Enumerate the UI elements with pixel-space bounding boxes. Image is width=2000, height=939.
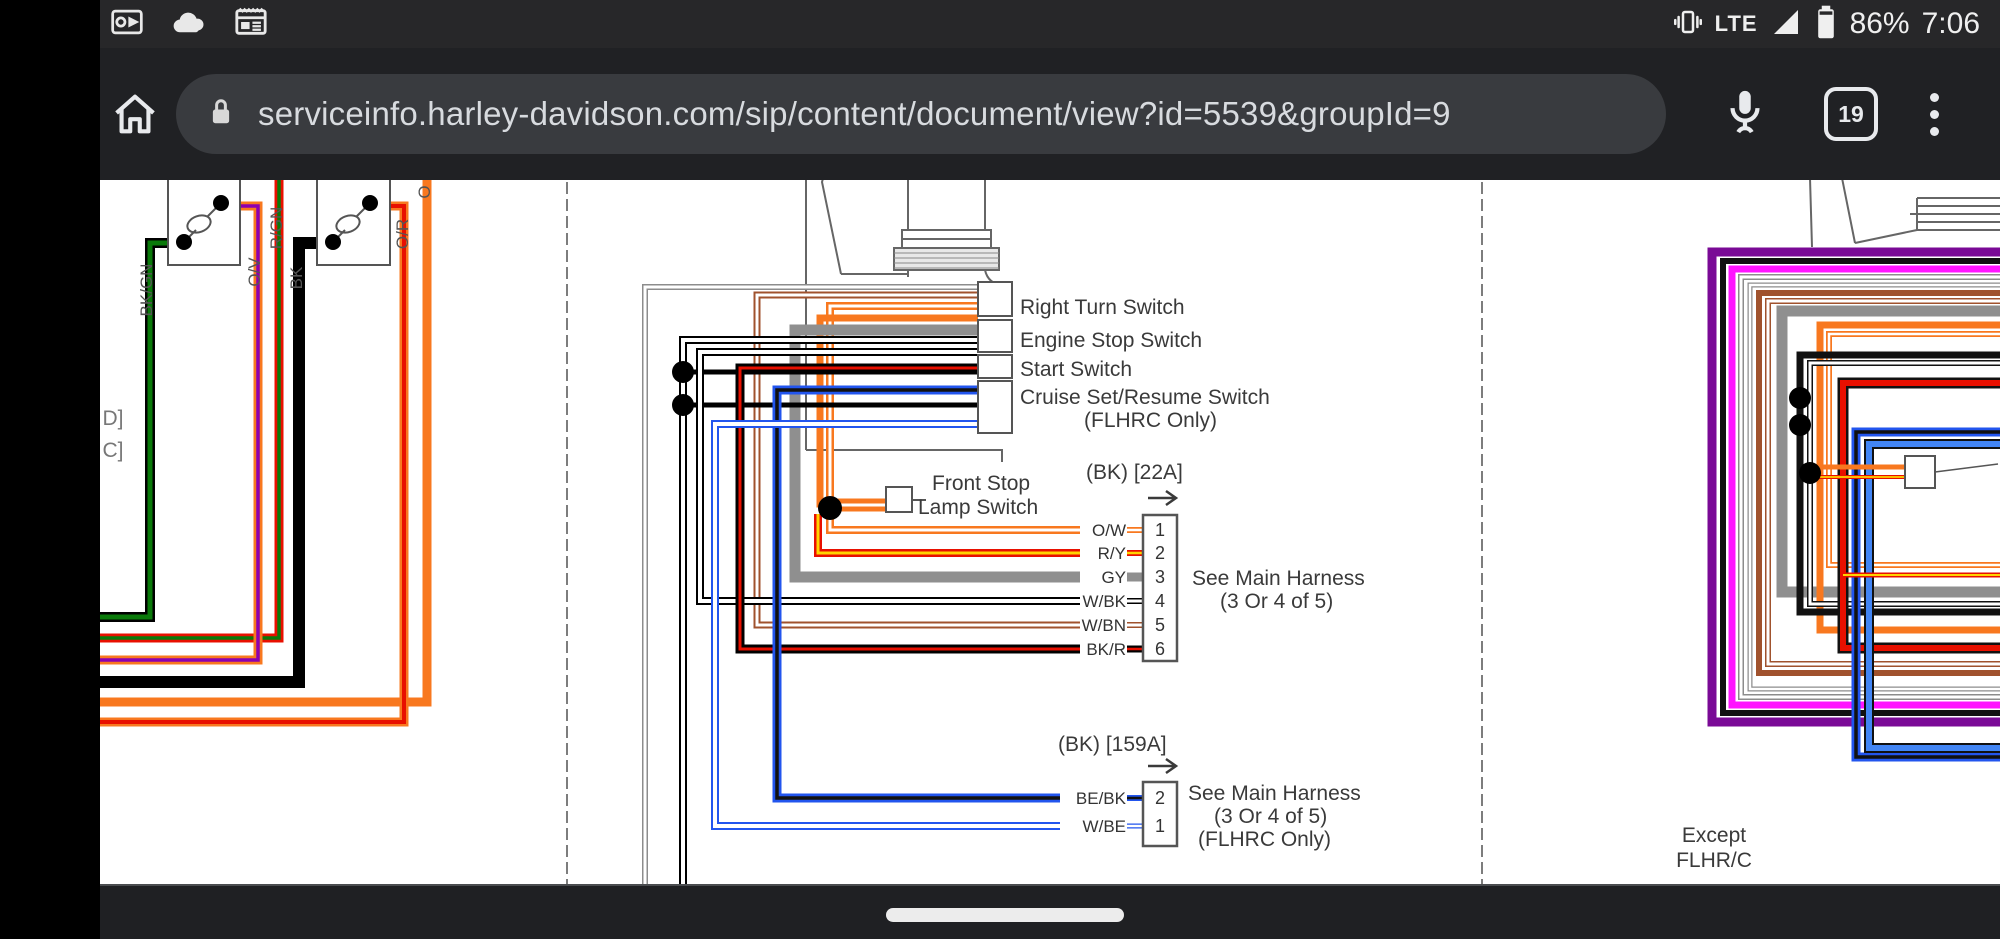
gesture-pill[interactable] (886, 908, 1124, 922)
clock: 7:06 (1921, 7, 1980, 40)
svg-text:W/BK: W/BK (1083, 592, 1127, 611)
left-wire-labels: BK/GN O/V R/GN BK O/R O D] C] (103, 185, 435, 462)
front-stop-lamp-switch (818, 486, 926, 520)
gesture-nav-bar (100, 884, 2000, 939)
svg-text:2: 2 (1155, 788, 1165, 808)
arrow-right-icon (1148, 757, 1179, 775)
url-bar[interactable]: serviceinfo.harley-davidson.com/sip/cont… (176, 74, 1666, 154)
status-bar-left (100, 6, 268, 43)
url-text[interactable]: serviceinfo.harley-davidson.com/sip/cont… (258, 95, 1451, 132)
wiring-diagram-svg: BK/GN O/V R/GN BK O/R O D] C] (100, 180, 2000, 884)
left-section-wires (100, 180, 432, 727)
label-front-stop-1: Front Stop (932, 472, 1030, 495)
label-conn22a-title: (BK) [22A] (1086, 461, 1183, 484)
menu-dot (1930, 92, 1939, 102)
center-labels: Right Turn Switch Engine Stop Switch Sta… (918, 296, 1365, 851)
vibrate-icon (1673, 7, 1703, 42)
svg-text:BK/GN: BK/GN (137, 264, 156, 317)
svg-text:GY: GY (1101, 568, 1126, 587)
svg-text:3: 3 (1155, 567, 1165, 587)
junction-dots-center (672, 361, 694, 416)
label-engine-stop-switch: Engine Stop Switch (1020, 329, 1202, 352)
svg-text:6: 6 (1155, 639, 1165, 659)
right-caption: Except FLHR/C (1676, 824, 1752, 872)
right-switch-box (1904, 455, 1999, 489)
svg-text:W/BN: W/BN (1082, 616, 1126, 635)
clipped-label: C] (103, 439, 124, 462)
status-bar: LTE 86% 7:06 (100, 0, 2000, 48)
center-wires (642, 284, 1080, 884)
label-3or4of5-2: (3 Or 4 of 5) (1214, 805, 1327, 828)
connector-159a: 2 1 BE/BK W/BE (1076, 757, 1179, 848)
label-3or4of5: (3 Or 4 of 5) (1220, 590, 1333, 613)
label-flhrc-only-2: (FLHRC Only) (1198, 828, 1331, 851)
lock-icon (206, 94, 236, 135)
svg-text:O/V: O/V (245, 257, 264, 287)
label-see-main-harness: See Main Harness (1192, 567, 1365, 590)
svg-text:O/W: O/W (1092, 521, 1126, 540)
browser-menu-button[interactable] (1930, 92, 1939, 136)
status-bar-right: LTE 86% 7:06 (1673, 5, 2000, 44)
connector-22a: 1 2 3 4 5 6 O/W R/Y GY W/BK W/BN BK/R (1082, 489, 1179, 663)
svg-text:W/BE: W/BE (1083, 817, 1126, 836)
right-handlebar-outline (1809, 180, 2000, 248)
label-conn159a-title: (BK) [159A] (1058, 733, 1167, 756)
svg-text:BK/R: BK/R (1086, 640, 1126, 659)
tab-switcher-button[interactable]: 19 (1824, 87, 1878, 141)
signal-icon (1770, 6, 1802, 43)
battery-icon (1814, 5, 1838, 44)
news-icon (234, 6, 268, 43)
switch-terminal-boxes (977, 281, 1013, 434)
label-flhrc: FLHR/C (1676, 849, 1752, 872)
label-see-main-harness-2: See Main Harness (1188, 782, 1361, 805)
voice-search-button[interactable] (1722, 86, 1768, 143)
cloud-icon (170, 7, 208, 42)
label-right-turn-switch: Right Turn Switch (1020, 296, 1185, 319)
page-content-wiring-diagram[interactable]: BK/GN O/V R/GN BK O/R O D] C] (100, 180, 2000, 884)
label-front-stop-2: Lamp Switch (918, 496, 1038, 519)
svg-text:5: 5 (1155, 615, 1165, 635)
svg-text:BE/BK: BE/BK (1076, 789, 1127, 808)
clipped-label: D] (103, 407, 124, 430)
svg-text:1: 1 (1155, 816, 1165, 836)
home-button[interactable] (100, 88, 170, 140)
svg-text:R/GN: R/GN (267, 207, 286, 250)
section-dividers (566, 182, 1483, 884)
screen-record-icon (110, 7, 144, 42)
left-switch-symbols (167, 180, 391, 266)
svg-text:O: O (415, 185, 434, 198)
junction-dot (818, 496, 842, 520)
svg-text:4: 4 (1155, 591, 1165, 611)
menu-dot (1930, 126, 1939, 136)
svg-text:1: 1 (1155, 520, 1165, 540)
tab-count: 19 (1838, 100, 1864, 127)
menu-dot (1930, 109, 1939, 119)
label-cruise-switch: Cruise Set/Resume Switch (1020, 386, 1270, 409)
junction-dots-right (1789, 387, 1821, 484)
network-type: LTE (1714, 11, 1758, 36)
svg-text:O/R: O/R (393, 219, 412, 249)
right-section-wires (1707, 247, 2000, 762)
arrow-right-icon (1148, 489, 1179, 507)
battery-percent: 86% (1849, 7, 1910, 40)
svg-text:R/Y: R/Y (1098, 544, 1126, 563)
label-except: Except (1682, 824, 1746, 847)
notch-letterbox (0, 0, 100, 939)
label-start-switch: Start Switch (1020, 358, 1132, 381)
svg-text:BK: BK (287, 266, 306, 289)
svg-text:2: 2 (1155, 543, 1165, 563)
label-cruise-note: (FLHRC Only) (1084, 409, 1217, 432)
browser-toolbar: serviceinfo.harley-davidson.com/sip/cont… (100, 48, 2000, 180)
handlebar-outline (805, 180, 1005, 462)
